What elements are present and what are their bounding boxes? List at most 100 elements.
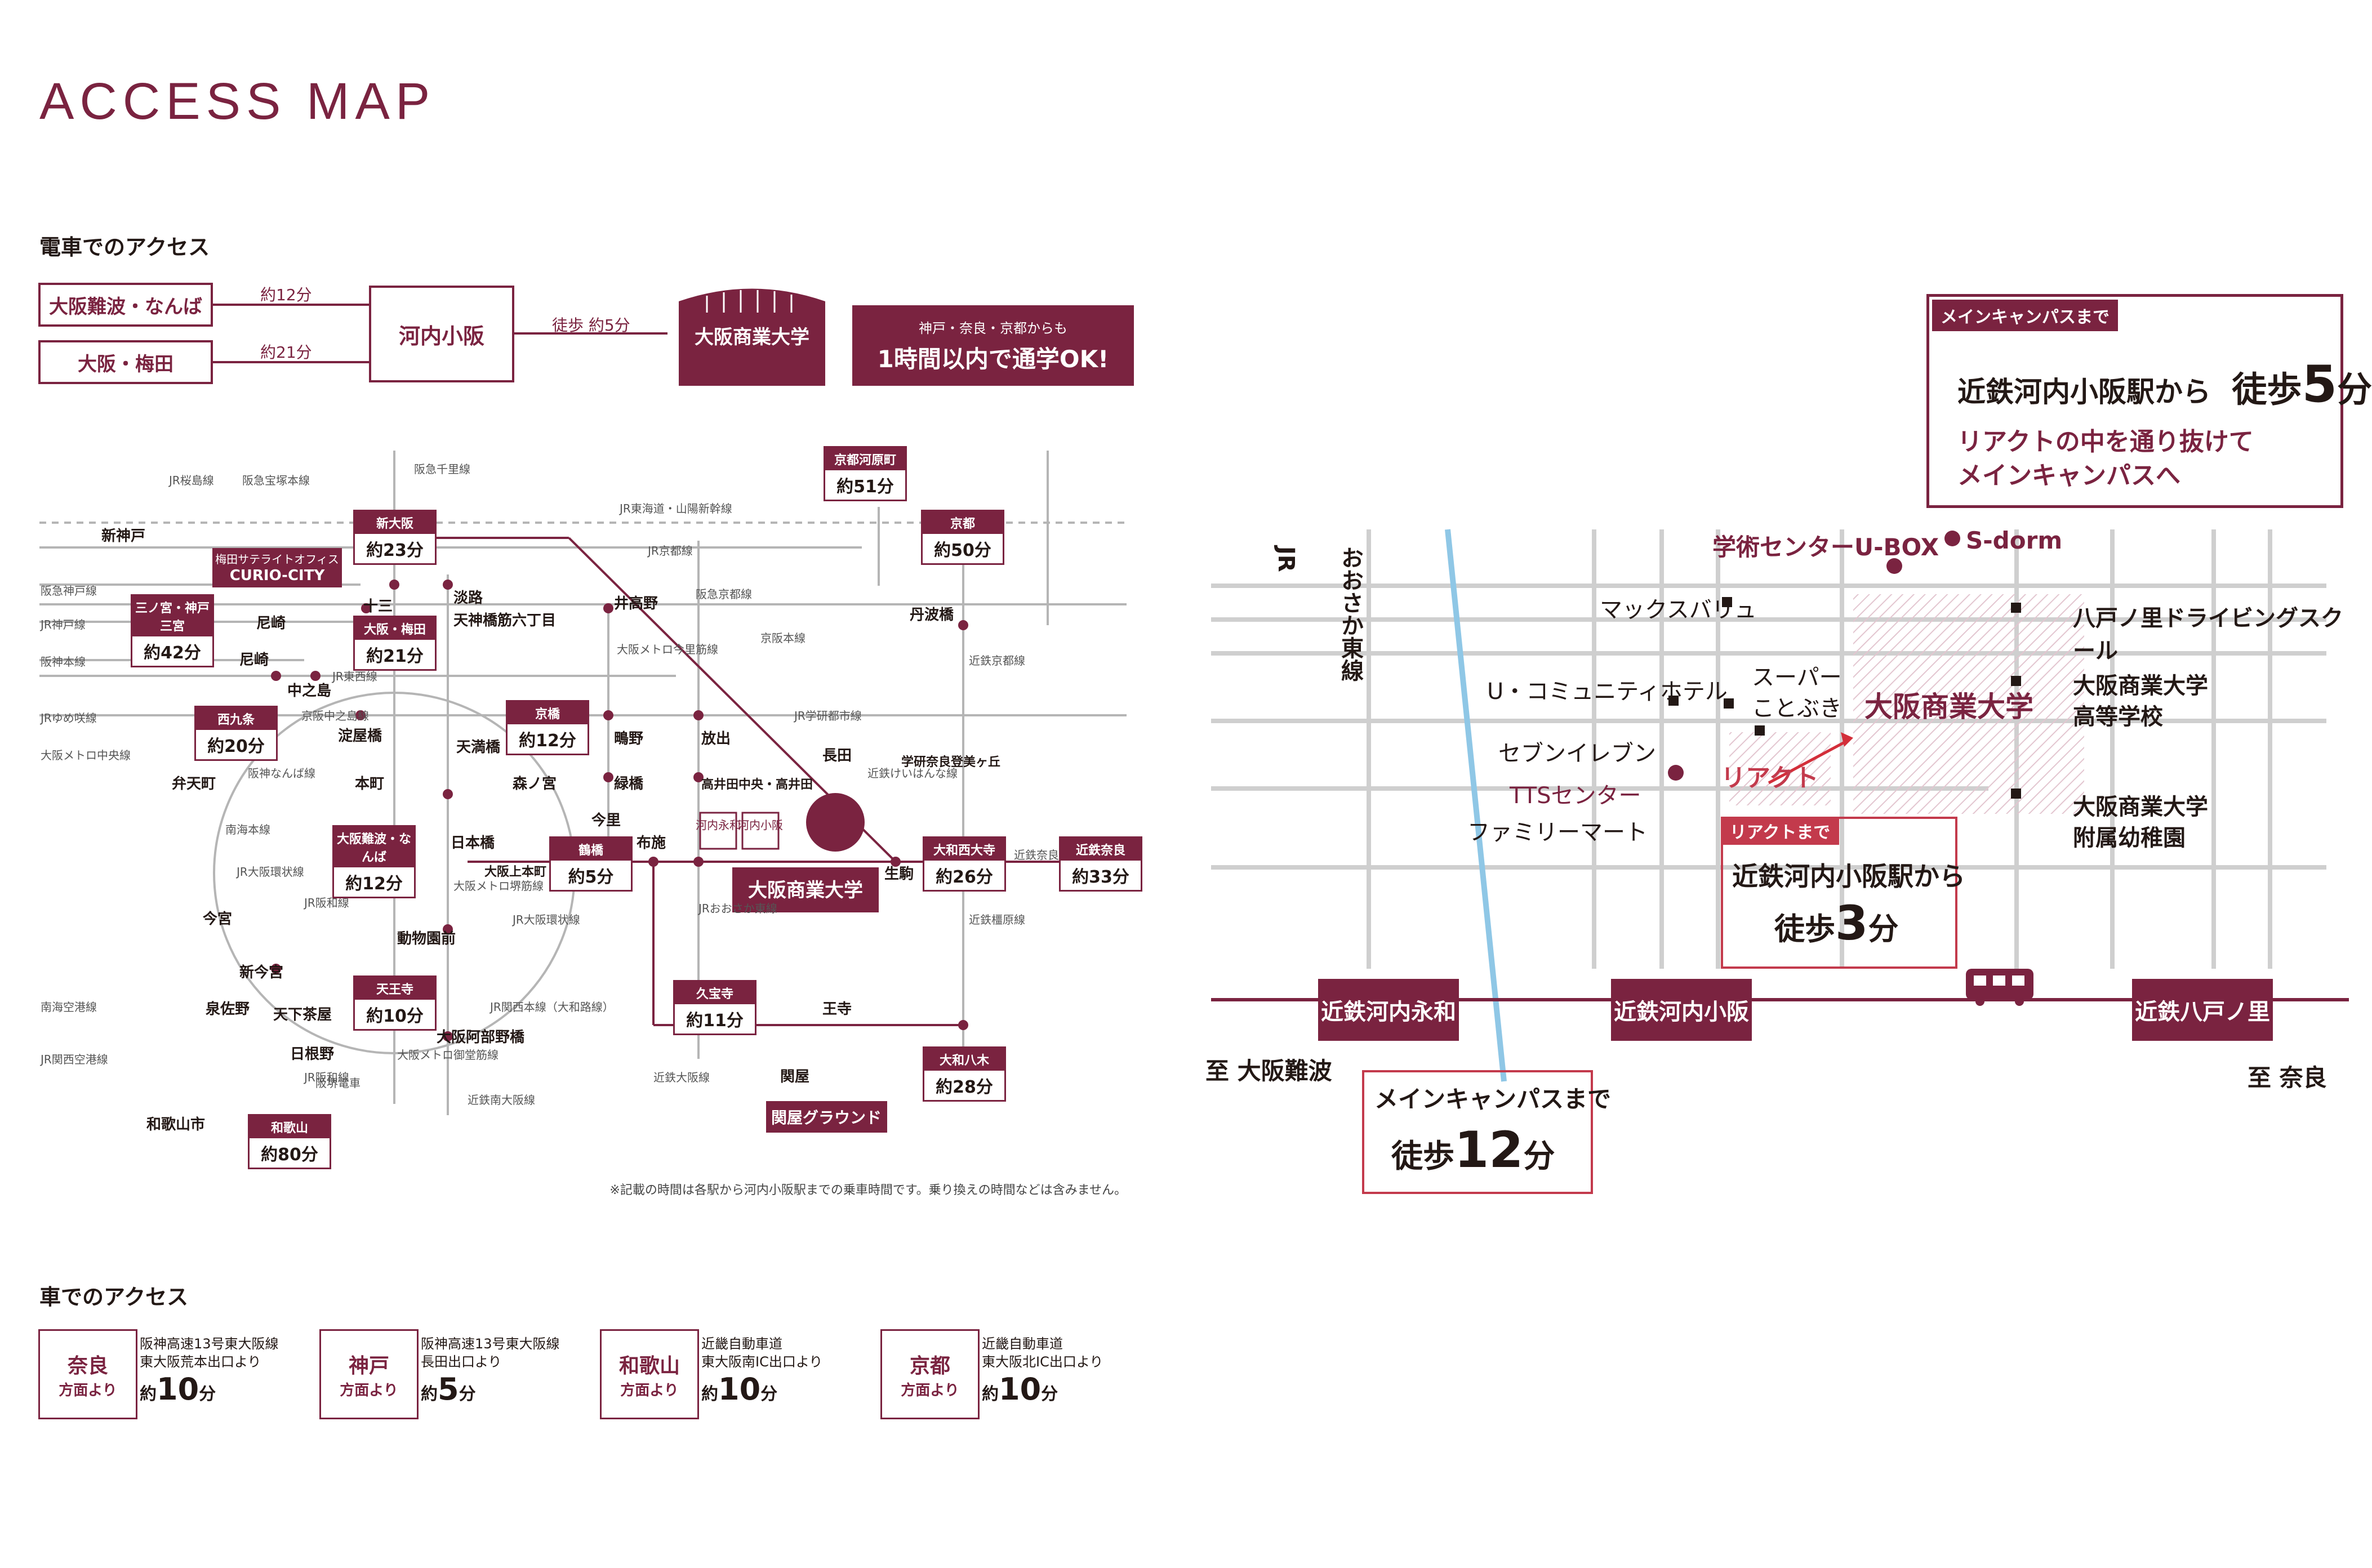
line-jr-osaka-higashi: JRおおさか東線 (697, 902, 777, 915)
line-hankyu-senri: 阪急千里線 (414, 462, 470, 476)
car-time-prefix: 約 (421, 1384, 438, 1404)
highschool-label-2: 高等学校 (2073, 704, 2163, 730)
campus-label: 大阪商業大学 (748, 879, 863, 902)
car-time: 約10分 (140, 1371, 216, 1407)
line-hankyu-takarazuka: 阪急宝塚本線 (242, 474, 310, 487)
main-callout-line2: リアクトの中を通り抜けて (1957, 427, 2254, 456)
car-time-unit: 分 (1041, 1384, 1058, 1404)
car-route: 近畿自動車道 東大阪北IC出口より (982, 1335, 1103, 1371)
sdorm-label: S-dorm (1966, 527, 2063, 554)
car-route-line2: 長田出口より (421, 1354, 502, 1370)
station-kosaka-label: 近鉄河内小阪 (1614, 999, 1749, 1025)
mini-box-eiwa-label: 河内永和 (696, 818, 741, 832)
station-time: 約80分 (261, 1145, 318, 1165)
seven-label: セブンイレブン (1498, 741, 1656, 767)
car-origin-box: 神戸 方面より (319, 1329, 419, 1419)
car-time: 約5分 (421, 1371, 476, 1407)
walk-time: 徒歩 約5分 (552, 316, 630, 335)
react-callout-tag: リアクトまで (1721, 817, 1839, 845)
label-shinkobe: 新神戸 (101, 527, 145, 545)
promo-line1: 神戸・奈良・京都からも (919, 320, 1067, 336)
main-campus-callout-tag: メインキャンパスまで (1932, 300, 2118, 331)
jr-line-label-1: JR (1273, 546, 1299, 572)
label-honmachi: 本町 (355, 776, 384, 792)
car-time-prefix: 約 (140, 1384, 157, 1404)
main-callout-line1: 近鉄河内小阪駅から 徒歩5分 (1957, 355, 2372, 414)
station-box-kyoto: 京都約50分 (921, 510, 1004, 565)
line-jr-hanwa: JR阪和線 (303, 896, 349, 910)
car-route-line2: 東大阪荒本出口より (140, 1354, 261, 1370)
label-yodoyabashi: 淀屋橋 (338, 727, 382, 745)
station-box-namba: 大阪難波・なんば約12分 (332, 825, 416, 898)
umeda-time: 約21分 (260, 343, 312, 362)
car-time-num: 10 (999, 1371, 1042, 1407)
car-route-line1: 近畿自動車道 (982, 1336, 1063, 1352)
station-name: 京都 (923, 511, 1003, 534)
line-hankai: 阪堺電車 (315, 1076, 361, 1090)
highschool-label-1: 大阪商業大学 (2073, 673, 2208, 699)
car-route-line1: 阪神高速13号東大阪線 (421, 1336, 560, 1352)
label-imafukutsurumi: 井高野 (614, 595, 658, 612)
line-hankyu-kyoto: 阪急京都線 (696, 587, 752, 601)
car-time-unit: 分 (199, 1384, 216, 1404)
label-doubutsuen: 動物園前 (397, 930, 456, 947)
label-amagasaki1: 尼崎 (256, 615, 286, 632)
main-callout-line1b: 徒歩 (2232, 369, 2302, 410)
station-name: 大阪難波・なんば (334, 827, 414, 867)
car-route: 近畿自動車道 東大阪南IC出口より (701, 1335, 822, 1371)
line-jr-kyoto: JR京都線 (647, 544, 693, 558)
car-time: 約10分 (982, 1371, 1058, 1407)
main-callout-unit: 分 (2337, 369, 2372, 410)
label-shinimamiya: 新今宮 (239, 964, 283, 981)
sdorm-pin (1944, 531, 1960, 546)
label-hinodeno: 日根野 (290, 1046, 334, 1063)
line-kintetsu-minami-osaka: 近鉄南大阪線 (468, 1093, 535, 1107)
label-nipponbashi: 日本橋 (451, 835, 495, 852)
line-nankai-main: 南海本線 (225, 823, 270, 836)
hub-station-label: 河内小阪 (398, 323, 484, 349)
station-box-shin-osaka: 新大阪約23分 (353, 510, 437, 565)
to-nara: 至 奈良 (2248, 1064, 2327, 1092)
route-map-note: ※記載の時間は各駅から河内小阪駅までの乗車時間です。乗り換えの時間などは含みませ… (609, 1183, 1127, 1197)
line-jr-kansai-airport: JR関西空港線 (39, 1053, 108, 1066)
origin-umeda-box: 大阪・梅田 (38, 340, 213, 384)
line-jr-gakkentoshi: JR学研都市線 (793, 709, 862, 723)
car-route: 阪神高速13号東大阪線 長田出口より (421, 1335, 560, 1371)
eiwa-unit: 分 (1523, 1138, 1555, 1175)
line-kintetsu-kyoto: 近鉄京都線 (969, 654, 1025, 667)
label-abeno: 大阪阿部野橋 (437, 1029, 525, 1046)
umeda-office-line1: 梅田サテライトオフィス (215, 553, 339, 566)
station-time: 約42分 (144, 643, 201, 663)
mini-box-eiwa (699, 812, 737, 850)
eiwa-callout-line1: メインキャンパスまで (1374, 1085, 1612, 1113)
destination-label: 大阪商業大学 (695, 326, 809, 349)
station-box-kyoto-kawaramachi: 京都河原町約51分 (824, 446, 907, 501)
maxvalu-label: マックスバリュ (1600, 597, 1757, 623)
ubox-pin (1886, 558, 1902, 574)
station-box-sannomiya: 三ノ宮・神戸三宮約42分 (131, 594, 214, 667)
to-namba: 至 大阪難波 (1205, 1057, 1332, 1085)
line-jr-kobe: JR神戸線 (39, 618, 86, 631)
car-time-unit: 分 (760, 1384, 778, 1404)
station-name: 京橋 (508, 702, 588, 724)
jr-line-label-2: おおさか東線 (1337, 546, 1363, 681)
station-time: 約5分 (568, 867, 614, 887)
station-box-yamato-saidaiji: 大和西大寺約26分 (923, 836, 1006, 892)
eiwa-walk: 徒歩 (1391, 1138, 1454, 1175)
station-box-tennoji: 天王寺約10分 (353, 975, 437, 1031)
label-tenjin: 天神橋筋六丁目 (453, 612, 556, 629)
car-route-line1: 阪神高速13号東大阪線 (140, 1336, 279, 1352)
station-time: 約51分 (836, 477, 894, 497)
station-time: 約12分 (345, 874, 403, 894)
station-time: 約21分 (366, 647, 424, 666)
ground-label: 関屋グラウンド (771, 1108, 882, 1127)
station-time: 約28分 (936, 1077, 993, 1097)
promo-banner: 神戸・奈良・京都からも 1時間以内で通学OK! (852, 305, 1134, 386)
station-name: 京都河原町 (825, 448, 905, 470)
station-time: 約20分 (207, 737, 265, 756)
line-jr-yamatoji-loop: JR大阪環状線 (511, 913, 580, 926)
car-time-prefix: 約 (701, 1384, 718, 1404)
label-imamiya: 今宮 (203, 910, 232, 928)
react-num: 3 (1835, 896, 1868, 951)
kinder-label-2: 附属幼稚園 (2073, 825, 2186, 851)
